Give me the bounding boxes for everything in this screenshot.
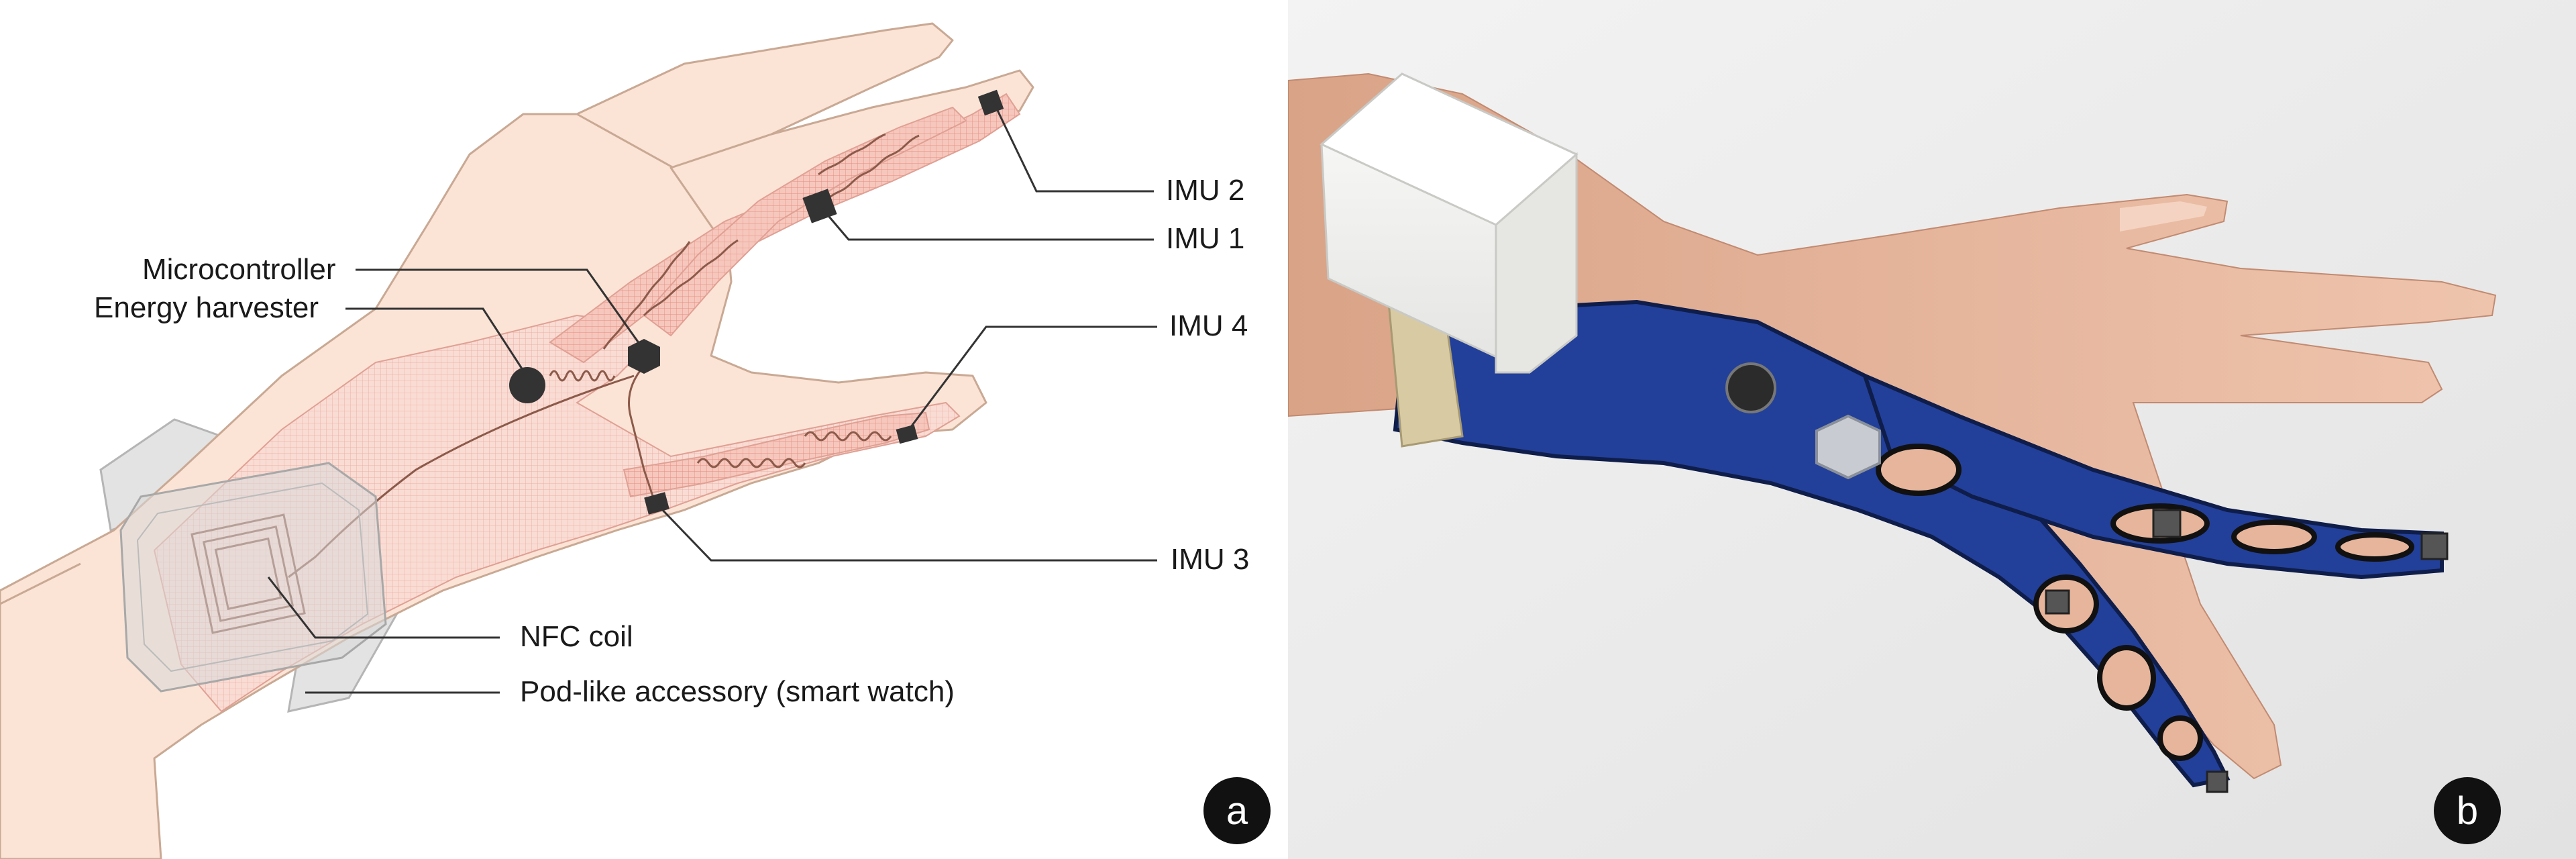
illustration-panel: Microcontroller Energy harvester IMU 2 I… [0, 22, 1271, 859]
imu-1-label: IMU 1 [1166, 222, 1245, 255]
microcontroller-chip [628, 339, 660, 374]
panel-a-badge: a [1203, 777, 1271, 844]
photo-microcontroller [1815, 414, 1881, 480]
photo-panel: b [1288, 0, 2576, 859]
imu-4-chip [896, 424, 918, 444]
energy-harvester-disc [509, 367, 545, 403]
nfc-coil-label: NFC coil [520, 620, 633, 653]
photo-imu-4 [2206, 770, 2229, 793]
photo-energy-harvester [1725, 362, 1776, 413]
imu-3-chip [644, 492, 669, 515]
photo-textile-glove [1393, 286, 2449, 793]
photo-imu-2 [2420, 532, 2449, 560]
energy-harvester-label: Energy harvester [94, 291, 319, 324]
panel-b-badge: b [2434, 777, 2501, 844]
imu-3-label: IMU 3 [1171, 543, 1250, 576]
imu-4-label: IMU 4 [1169, 309, 1248, 342]
photo-imu-3 [2045, 589, 2070, 615]
pod-accessory-label: Pod-like accessory (smart watch) [520, 675, 955, 708]
photo-imu-1 [2152, 509, 2182, 538]
glove-photo [1288, 0, 2576, 859]
photo-pod [1320, 72, 1578, 374]
watch-pod [119, 462, 387, 693]
microcontroller-label: Microcontroller [142, 253, 336, 286]
imu-2-label: IMU 2 [1166, 174, 1245, 207]
hand-illustration [0, 22, 1157, 859]
leader-lines [267, 100, 1157, 694]
